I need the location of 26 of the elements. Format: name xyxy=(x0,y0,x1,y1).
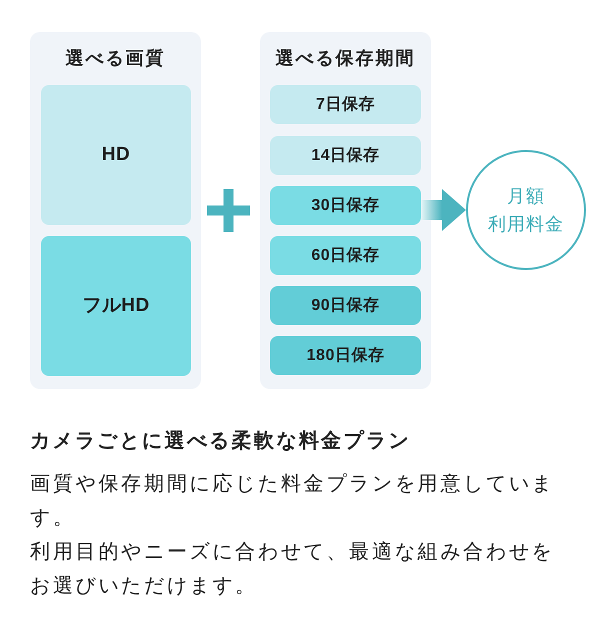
option-tile xyxy=(270,336,421,375)
option-tile xyxy=(270,286,421,325)
option-label: フルHD xyxy=(82,294,150,318)
option-panel xyxy=(260,32,431,389)
option-tile xyxy=(270,85,421,124)
option-tile xyxy=(41,85,191,225)
option-label: 60日保存 xyxy=(311,246,380,266)
option-label: 14日保存 xyxy=(311,146,380,166)
option-tile xyxy=(270,136,421,175)
option-label: 7日保存 xyxy=(316,94,375,114)
section-heading: カメラごとに選べる柔軟な料金プラン xyxy=(30,428,412,454)
option-tile xyxy=(270,186,421,225)
circle-label: 利用料金 xyxy=(488,213,564,236)
option-label: 90日保存 xyxy=(311,296,380,316)
circle-label: 月額 xyxy=(507,185,545,208)
option-tile xyxy=(270,236,421,275)
panel-heading: 選べる保存期間 xyxy=(276,47,416,70)
option-tile xyxy=(41,236,191,376)
panel-heading: 選べる画質 xyxy=(66,47,166,70)
option-panel xyxy=(30,32,201,389)
description-text: 画質や保存期間に応じた料金プランを用意しています。 xyxy=(30,472,556,531)
description-text: 利用目的やニーズに合わせて、最適な組み合わせをお選びいただけます。 xyxy=(30,540,556,599)
option-label: 30日保存 xyxy=(311,196,380,216)
option-label: HD xyxy=(102,142,130,167)
arrow xyxy=(421,189,466,231)
option-label: 180日保存 xyxy=(306,346,384,366)
